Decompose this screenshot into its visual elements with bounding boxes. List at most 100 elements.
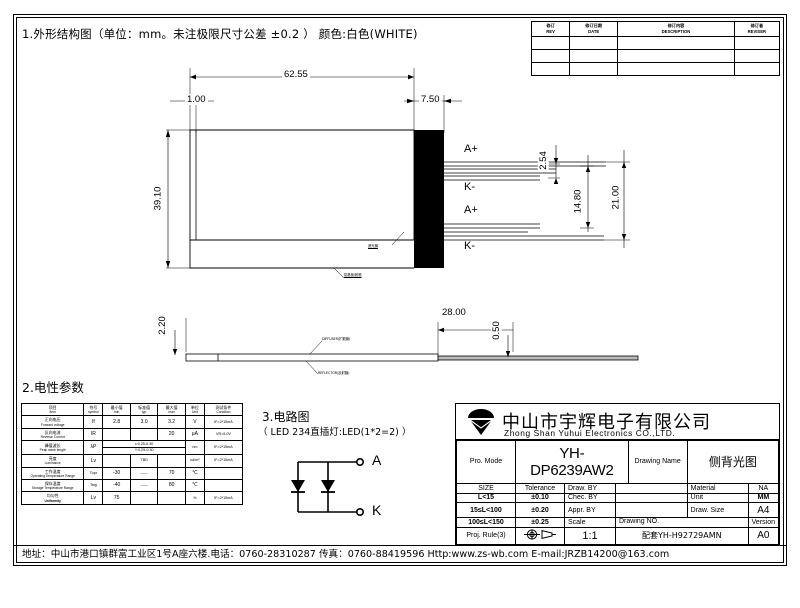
size-row-3: 100≤L<150 xyxy=(456,517,516,528)
section1-title: 1.外形结构图（单位：mm。未注极限尺寸公差 ±0.2 ） 颜色:白色(WHIT… xyxy=(22,27,418,41)
proj-rule-label: Proj. Rule(3) xyxy=(456,526,516,546)
rev-cell xyxy=(617,36,735,50)
rev-cell xyxy=(569,62,619,76)
col-min: 最小值 min xyxy=(102,402,131,417)
table-row xyxy=(530,36,781,50)
dim-pin-group: 14.80 xyxy=(572,187,584,216)
revision-col-rev: 修订 REV xyxy=(530,21,571,37)
cell-unit: μA xyxy=(184,427,205,442)
drawing-name-label: Drawing Name xyxy=(627,440,688,484)
table-row: Pro. Mode YH-DP6239AW2 Drawing Name 侧背光图 xyxy=(456,440,780,484)
row-label-cn: 亮度 xyxy=(48,456,57,462)
rev-cell xyxy=(569,36,619,50)
col-unit: 单位 Unit xyxy=(184,402,205,417)
pin-label-a-plus-1: A+ xyxy=(464,143,478,155)
cell-wavelength-range: x:0.25-0.30 Y:0.25-0.30 xyxy=(102,440,186,456)
row-label-cn: 峰值波长 xyxy=(44,442,61,448)
unit-label: Unit xyxy=(686,492,749,504)
desc-header-en: DESCRIPTION xyxy=(661,29,691,34)
row-label-cn: 正向电压 xyxy=(44,417,61,423)
rev-cell xyxy=(617,62,735,76)
tol-row-1: ±0.10 xyxy=(515,492,565,504)
draw-by-label: Draw. BY xyxy=(564,482,616,494)
company-name-en: Zhong Shan Yuhui Electronics CO.,LTD. xyxy=(504,428,676,438)
row-label-cn: 均匀性 xyxy=(46,493,59,499)
rev-cell xyxy=(617,49,735,63)
cell-max: 3.2 xyxy=(157,415,186,429)
row-label: 峰值波长 Peak wave length xyxy=(20,440,85,456)
draw-by-value xyxy=(615,482,688,494)
table-row: 均匀性 Uniformity Lv 75 % IF=2*15mA xyxy=(20,491,244,505)
desc-header-cn: 修订内容 xyxy=(667,23,685,29)
cell-max xyxy=(157,454,186,468)
tol-row-2: ±0.20 xyxy=(515,502,565,519)
rev-cell xyxy=(733,36,781,50)
col-min-en: min xyxy=(113,410,120,415)
cell-symbol: Lv xyxy=(83,454,104,468)
col-typ: 标准值 typ xyxy=(129,402,159,417)
cell-max xyxy=(157,491,186,505)
material-value: NA xyxy=(747,482,780,494)
row-label-en: Uniformity xyxy=(44,498,61,503)
footer-contact-text: 地址：中山市港口镇群富工业区1号A座六楼.电话：0760-28310287 传真… xyxy=(22,549,670,560)
row-label: 正向电压 Forward voltage xyxy=(20,415,85,429)
section2-title: 2.电性参数 xyxy=(22,380,84,395)
cell-typ: TBD xyxy=(129,454,159,468)
rev-cell xyxy=(530,36,571,50)
dim-bevel-width: 7.50 xyxy=(419,94,442,105)
table-row: 工作温度 Operating Temperature Range Topr -3… xyxy=(20,466,244,480)
row-label: 亮度 Luminance xyxy=(20,454,85,468)
cell-condition: VR=5.0V xyxy=(203,427,244,442)
tol-row-3: ±0.25 xyxy=(515,517,565,528)
revision-col-date: 修订日期 DATE xyxy=(569,21,619,37)
cell-unit: % xyxy=(184,491,205,505)
revision-header-row: 修订 REV 修订日期 DATE 修订内容 DESCRIPTION 修订者 RE… xyxy=(530,21,781,37)
cell-symbol: If xyxy=(83,415,104,429)
cell-condition xyxy=(203,478,244,493)
footer-bar xyxy=(13,545,787,566)
col-condition-cn: 测试条件 xyxy=(215,405,232,410)
company-name-cn: 中山市宇辉电子有限公司 xyxy=(502,412,711,433)
size-label: SIZE xyxy=(456,482,516,494)
col-typ-en: typ xyxy=(141,410,147,415)
annotation-bevel-note: 遮光膜 xyxy=(368,244,378,248)
table-row: 亮度 Luminance Lv TBD cd/m² IF=2*15mA xyxy=(20,454,244,468)
col-symbol-en: symbol xyxy=(88,410,99,415)
date-header-en: DATE xyxy=(588,29,600,34)
section3-title: 3.电路图 xyxy=(262,410,310,424)
chec-by-value xyxy=(615,492,688,504)
cell-condition: IF=2*15mA xyxy=(203,440,244,456)
version-value: A0 xyxy=(747,526,780,546)
row-label-cn: 保存温度 xyxy=(44,480,61,486)
title-block-grid: Pro. Mode YH-DP6239AW2 Drawing Name 侧背光图… xyxy=(456,440,780,546)
table-row: 保存温度 Storage Temperature Range Tstg -40 … xyxy=(20,478,244,493)
rev-cell xyxy=(733,49,781,63)
row-label: 保存温度 Storage Temperature Range xyxy=(20,478,85,493)
col-condition-en: Condition xyxy=(216,410,231,415)
cell-symbol: IR xyxy=(83,427,104,442)
pin-label-k-minus-1: K- xyxy=(464,181,475,193)
col-max-cn: 最大值 xyxy=(165,405,178,410)
draw-size-value: A4 xyxy=(747,502,780,519)
table-row xyxy=(530,62,781,76)
annotation-bottom-note: 铝基板/胶框 xyxy=(344,273,362,277)
col-symbol-cn: 符号 xyxy=(89,405,98,410)
company-header: 中山市宇辉电子有限公司 Zhong Shan Yuhui Electronics… xyxy=(456,404,779,440)
row-label: 均匀性 Uniformity xyxy=(20,491,85,505)
reviser-header-cn: 修订者 xyxy=(750,23,764,29)
cell-symbol: Lv xyxy=(83,491,104,505)
drawing-no-value: 配套YH-H92729AMN xyxy=(615,526,749,546)
cell-symbol: Tstg xyxy=(83,478,104,493)
cell-max: 80 xyxy=(157,478,186,493)
col-symbol: 符号 symbol xyxy=(83,402,104,417)
cell-unit: nm xyxy=(184,440,205,456)
row-label-cn: 工作温度 xyxy=(44,468,61,474)
cell-max: 70 xyxy=(157,466,186,480)
cell-typ: —— xyxy=(129,478,159,493)
dim-left-edge: 1.00 xyxy=(185,94,208,105)
date-header-cn: 修订日期 xyxy=(585,23,603,29)
dim-overall-length: 62.55 xyxy=(282,69,310,80)
col-min-cn: 最小值 xyxy=(110,405,123,410)
table-row: Proj. Rule(3) xyxy=(456,526,780,546)
electrical-parameters-table: 项目 Item 符号 symbol 最小值 min 标准值 typ 最大值 xyxy=(20,402,244,505)
